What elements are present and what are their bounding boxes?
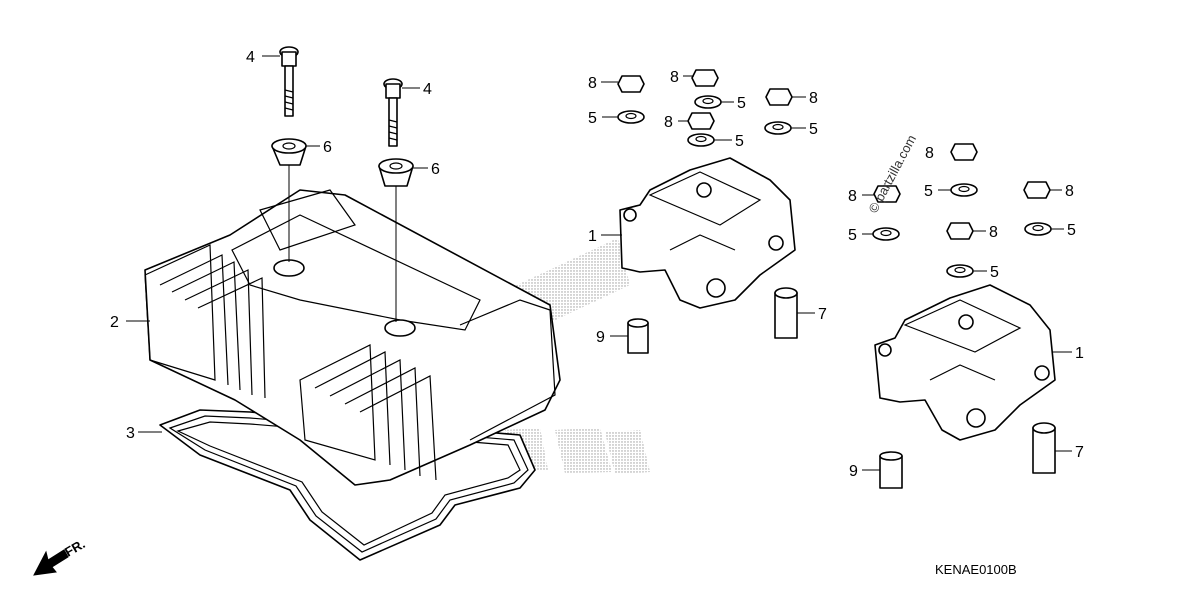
callout-5: 5 bbox=[848, 227, 857, 244]
callout-5: 5 bbox=[809, 121, 818, 138]
callout-8: 8 bbox=[1065, 183, 1074, 200]
rocker-holder-part-1-a bbox=[619, 157, 796, 309]
callout-8: 8 bbox=[925, 145, 934, 162]
callout-5: 5 bbox=[737, 95, 746, 112]
watermark-text: © partzilla.com bbox=[865, 132, 919, 215]
callout-9-upper: 9 bbox=[596, 329, 605, 346]
rocker-holder-part-1-b bbox=[874, 284, 1056, 441]
callout-1-lower: 1 bbox=[1075, 345, 1084, 362]
front-direction-arrow: FR. bbox=[33, 536, 88, 576]
callout-4-left: 4 bbox=[246, 49, 255, 66]
callout-8: 8 bbox=[664, 114, 673, 131]
callout-8: 8 bbox=[809, 90, 818, 107]
callout-5: 5 bbox=[924, 183, 933, 200]
callout-8: 8 bbox=[989, 224, 998, 241]
callout-3: 3 bbox=[126, 425, 135, 442]
callout-7-lower: 7 bbox=[1075, 444, 1084, 461]
collar-part-9-a bbox=[627, 318, 649, 354]
callout-8: 8 bbox=[848, 188, 857, 205]
collar-part-9-b bbox=[879, 451, 903, 489]
bolt-part-4-right bbox=[383, 78, 403, 147]
dowel-part-7-a bbox=[774, 287, 798, 339]
grommet-part-6-right bbox=[378, 158, 414, 187]
callout-5: 5 bbox=[588, 110, 597, 127]
grommet-part-6-left bbox=[271, 138, 307, 166]
callout-9-lower: 9 bbox=[849, 463, 858, 480]
callout-1-upper: 1 bbox=[588, 228, 597, 245]
callout-5: 5 bbox=[990, 264, 999, 281]
callout-2: 2 bbox=[110, 314, 119, 331]
callout-8: 8 bbox=[588, 75, 597, 92]
callout-5: 5 bbox=[735, 133, 744, 150]
diagram-code: KENAE0100B bbox=[935, 562, 1017, 577]
callout-7-upper: 7 bbox=[818, 306, 827, 323]
callout-4-right: 4 bbox=[423, 81, 432, 98]
leader-lines bbox=[126, 55, 1072, 471]
cylinder-head-cover-part-2 bbox=[144, 189, 561, 486]
callout-6-right: 6 bbox=[431, 161, 440, 178]
nut-part-8 bbox=[617, 69, 1051, 240]
callout-5: 5 bbox=[1067, 222, 1076, 239]
dowel-part-7-b bbox=[1032, 422, 1056, 474]
callout-6-left: 6 bbox=[323, 139, 332, 156]
callout-8: 8 bbox=[670, 69, 679, 86]
bolt-part-4-left bbox=[279, 46, 299, 117]
